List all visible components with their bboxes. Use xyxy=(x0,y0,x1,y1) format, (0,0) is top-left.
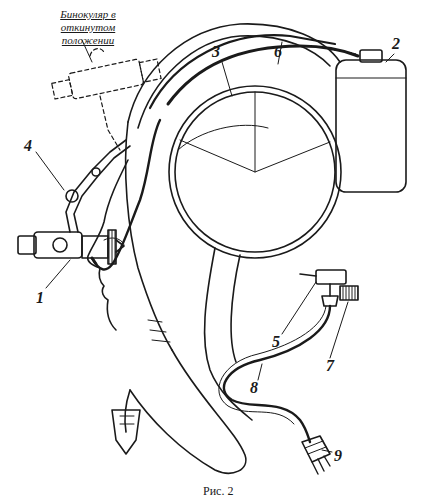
figure-caption: Рис. 2 xyxy=(203,484,233,499)
callout-number: 3 xyxy=(212,44,220,60)
callout-number: 6 xyxy=(274,44,282,60)
note-label: Бинокуляр в откинутом положении xyxy=(36,8,140,47)
callout-number: 7 xyxy=(326,358,334,374)
callout-number: 5 xyxy=(272,334,280,350)
callout-number: 2 xyxy=(392,36,400,52)
callout-number: 8 xyxy=(250,380,258,396)
callout-number: 4 xyxy=(24,138,32,154)
callout-number: 1 xyxy=(36,290,44,306)
callout-number: 9 xyxy=(334,448,342,464)
